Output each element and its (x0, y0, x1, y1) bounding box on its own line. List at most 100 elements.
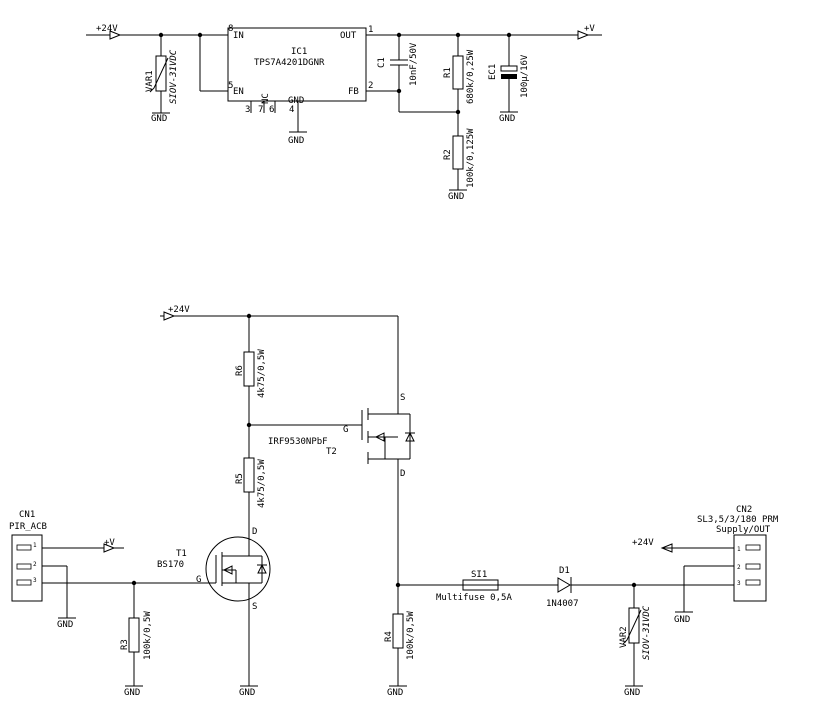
cn1-pin-2: 2 (33, 561, 37, 568)
t2-drain-label: D (400, 469, 405, 479)
si1-ref: SI1 (471, 570, 487, 580)
cn2-pin-1: 1 (737, 546, 741, 553)
r6-value: 4k75/0,5W (257, 349, 267, 398)
gnd-label: GND (239, 688, 255, 698)
cn2-ref: CN2 (736, 505, 752, 515)
r1-value: 680k/0,25W (466, 49, 476, 104)
diode-d1 (557, 577, 572, 593)
resistor-r6 (243, 316, 255, 458)
ic1-pin-7: 7 (258, 105, 263, 115)
var2-ref: VAR2 (619, 626, 629, 648)
mosfet-t1 (205, 536, 271, 602)
ec1-ref: EC1 (488, 64, 498, 80)
cn1-ref: CN1 (19, 510, 35, 520)
ic1-pin-8: 8 (228, 24, 233, 34)
gnd-label: GND (124, 688, 140, 698)
r5-ref: R5 (235, 473, 245, 484)
ic1-pin-en-label: EN (233, 87, 244, 97)
net-label-24v-top: +24V (96, 24, 118, 34)
ic1-pin-2: 2 (368, 81, 373, 91)
ic1-regulator: 8 IN OUT 1 5 EN FB 2 IC1 TPS7A4201DGNR G… (227, 24, 373, 133)
var1-value: SIOV-31VDC (169, 49, 179, 104)
r2-ref: R2 (443, 149, 453, 160)
r1-ref: R1 (443, 67, 453, 78)
varistor-var1 (149, 35, 170, 114)
d1-part: 1N4007 (546, 599, 579, 609)
power-arrow-24v-top (86, 30, 228, 40)
ic1-pin-5: 5 (228, 81, 233, 91)
t1-gate-label: G (196, 575, 201, 585)
net-label-v-cn1: +V (104, 538, 115, 548)
varistor-var2 (622, 585, 643, 687)
c1-value: 10nF/50V (409, 42, 419, 86)
r3-value: 100k/0,5W (143, 611, 153, 660)
r2-value: 100k/0,125W (466, 128, 476, 188)
si1-value: Multifuse 0,5A (436, 593, 512, 603)
gnd-label: GND (624, 688, 640, 698)
t2-source-label: S (400, 393, 405, 403)
c1-ref: C1 (377, 57, 387, 68)
r4-ref: R4 (384, 631, 394, 642)
d1-ref: D1 (559, 566, 570, 576)
gnd-label: GND (448, 192, 464, 202)
r5-value: 4k75/0,5W (257, 459, 267, 508)
connector-cn2: +24V (632, 534, 767, 613)
ic1-pin-fb-label: FB (348, 87, 359, 97)
gnd-label: GND (151, 114, 167, 124)
t1-drain-label: D (252, 527, 257, 537)
ec1-value: 100µ/16V (520, 54, 530, 98)
fuse-si1 (462, 579, 499, 591)
regulator-section: +24V VAR1 SIOV-31VDC GND 8 IN OUT 1 5 EN… (86, 24, 602, 202)
ic1-ref: IC1 (291, 47, 307, 57)
t1-ref: T1 (176, 549, 187, 559)
resistor-r2 (449, 135, 467, 191)
cn1-part: PIR_ACB (9, 522, 47, 532)
resistor-r3 (125, 583, 143, 687)
cn1-pin-1: 1 (33, 542, 37, 549)
ic1-part: TPS7A4201DGNR (254, 58, 325, 68)
cn2-pin-2: 2 (737, 564, 741, 571)
t2-gate-label: G (343, 425, 348, 435)
gnd-label: GND (499, 114, 515, 124)
t2-part: IRF9530NPbF (268, 437, 328, 447)
ic1-nc-label: NC (261, 93, 271, 104)
gnd-label: GND (57, 620, 73, 630)
cn2-desc: Supply/OUT (716, 525, 771, 535)
gnd-label: GND (387, 688, 403, 698)
mosfet-t2 (361, 316, 415, 585)
t1-part: BS170 (157, 560, 184, 570)
net-label-24v-mid: +24V (168, 305, 190, 315)
ic1-pin-out-label: OUT (340, 31, 357, 41)
cn1-pin-3: 3 (33, 577, 37, 584)
var1-ref: VAR1 (145, 70, 155, 92)
resistor-r4 (389, 585, 407, 687)
ic1-pin-6: 6 (269, 105, 274, 115)
cn2-pin-3: 3 (737, 580, 741, 587)
ic1-gnd-label: GND (288, 96, 304, 106)
power-arrow-24v-mid (160, 311, 398, 321)
cn2-part: SL3,5/3/180 PRM (697, 515, 779, 525)
capacitor-ec1 (500, 35, 518, 113)
var2-value: SIOV-31VDC (642, 605, 652, 660)
ic1-pin-4: 4 (289, 105, 294, 115)
resistor-r1 (452, 35, 464, 136)
net-label-24v-cn2: +24V (632, 538, 654, 548)
r6-ref: R6 (235, 365, 245, 376)
r3-ref: R3 (120, 639, 130, 650)
net-label-v-top: +V (584, 24, 595, 34)
gnd-label: GND (288, 136, 304, 146)
ic1-pin-1: 1 (368, 25, 373, 35)
t1-source-label: S (252, 602, 257, 612)
junction-dot (396, 88, 402, 94)
connector-cn1 (11, 534, 124, 619)
resistor-r5 (243, 457, 255, 546)
capacitor-c1 (390, 35, 408, 112)
power-arrow-v-top (577, 30, 602, 40)
t2-ref: T2 (326, 447, 337, 457)
r4-value: 100k/0,5W (406, 611, 416, 660)
gnd-label: GND (674, 615, 690, 625)
ic1-pin-in-label: IN (233, 31, 244, 41)
switch-section: +24V R6 4k75/0,5W G (9, 305, 779, 698)
ic1-pin-3: 3 (245, 105, 250, 115)
